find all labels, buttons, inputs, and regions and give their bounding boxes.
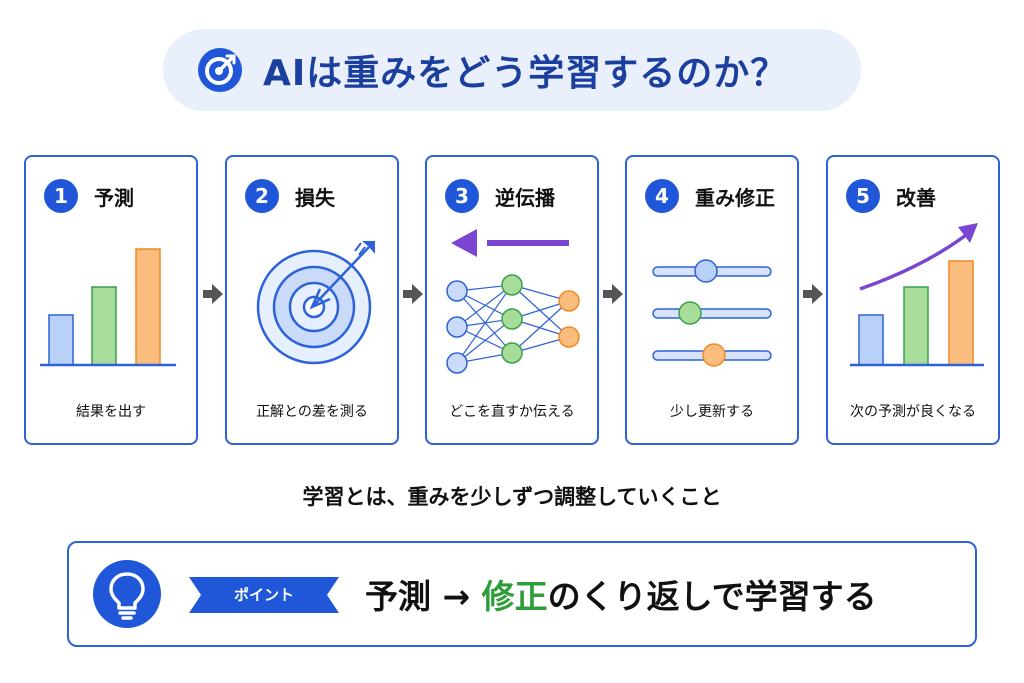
step-caption: 正解との差を測る bbox=[256, 404, 368, 420]
step-title: 予測 bbox=[94, 185, 134, 210]
step-title: 改善 bbox=[896, 185, 936, 210]
point-tag: ポイント bbox=[189, 577, 339, 613]
step-title: 損失 bbox=[295, 185, 335, 210]
lightbulb-icon bbox=[93, 560, 161, 628]
step-title: 重み修正 bbox=[695, 185, 775, 210]
growth-chart-icon bbox=[850, 223, 984, 367]
step-card-weight-update: 4 重み修正 少し更新する bbox=[625, 155, 799, 445]
page-title: AIは重みをどう学習するのか？ bbox=[263, 53, 788, 94]
target-icon bbox=[198, 48, 242, 92]
step-number: 5 bbox=[846, 179, 880, 213]
step-card-predict: 1 予測 結果を出す bbox=[24, 155, 198, 445]
point-message: 予測 → 修正のくり返しで学習する bbox=[365, 570, 877, 618]
step-number: 3 bbox=[445, 179, 479, 213]
step-caption: どこを直すか伝える bbox=[449, 404, 575, 420]
right-arrow-icon bbox=[203, 284, 223, 304]
step-caption: 結果を出す bbox=[76, 404, 146, 420]
target-icon bbox=[256, 241, 375, 365]
step-card-loss: 2 損失 正解との差を測る bbox=[225, 155, 399, 445]
step-caption: 次の予測が良くなる bbox=[850, 404, 976, 420]
step-caption: 少し更新する bbox=[670, 404, 754, 420]
right-arrow-icon bbox=[803, 284, 823, 304]
point-text-before: 予測 → bbox=[365, 577, 482, 616]
summary-text: 学習とは、重みを少しずつ調整していくこと bbox=[302, 485, 722, 509]
point-tag-label: ポイント bbox=[233, 586, 294, 604]
point-text-highlight: 修正 bbox=[481, 577, 548, 616]
step-number: 2 bbox=[245, 179, 279, 213]
sliders-icon bbox=[652, 259, 772, 367]
step-card-improve: 5 改善 次の予測が良くなる bbox=[826, 155, 1000, 445]
step-number: 1 bbox=[44, 179, 78, 213]
bar-chart-icon bbox=[40, 248, 176, 367]
step-number: 4 bbox=[645, 179, 679, 213]
title-banner: AIは重みをどう学習するのか？ bbox=[163, 29, 861, 111]
right-arrow-icon bbox=[403, 284, 423, 304]
step-title: 逆伝播 bbox=[495, 185, 555, 210]
point-box: ポイント 予測 → 修正のくり返しで学習する bbox=[67, 541, 977, 647]
point-text-after: のくり返しで学習する bbox=[547, 577, 877, 616]
right-arrow-icon bbox=[603, 284, 623, 304]
step-card-backprop: 3 逆伝播 どこを直すか伝える bbox=[425, 155, 599, 445]
neural-network-icon bbox=[446, 229, 580, 374]
tag-ribbon-icon bbox=[189, 577, 339, 613]
